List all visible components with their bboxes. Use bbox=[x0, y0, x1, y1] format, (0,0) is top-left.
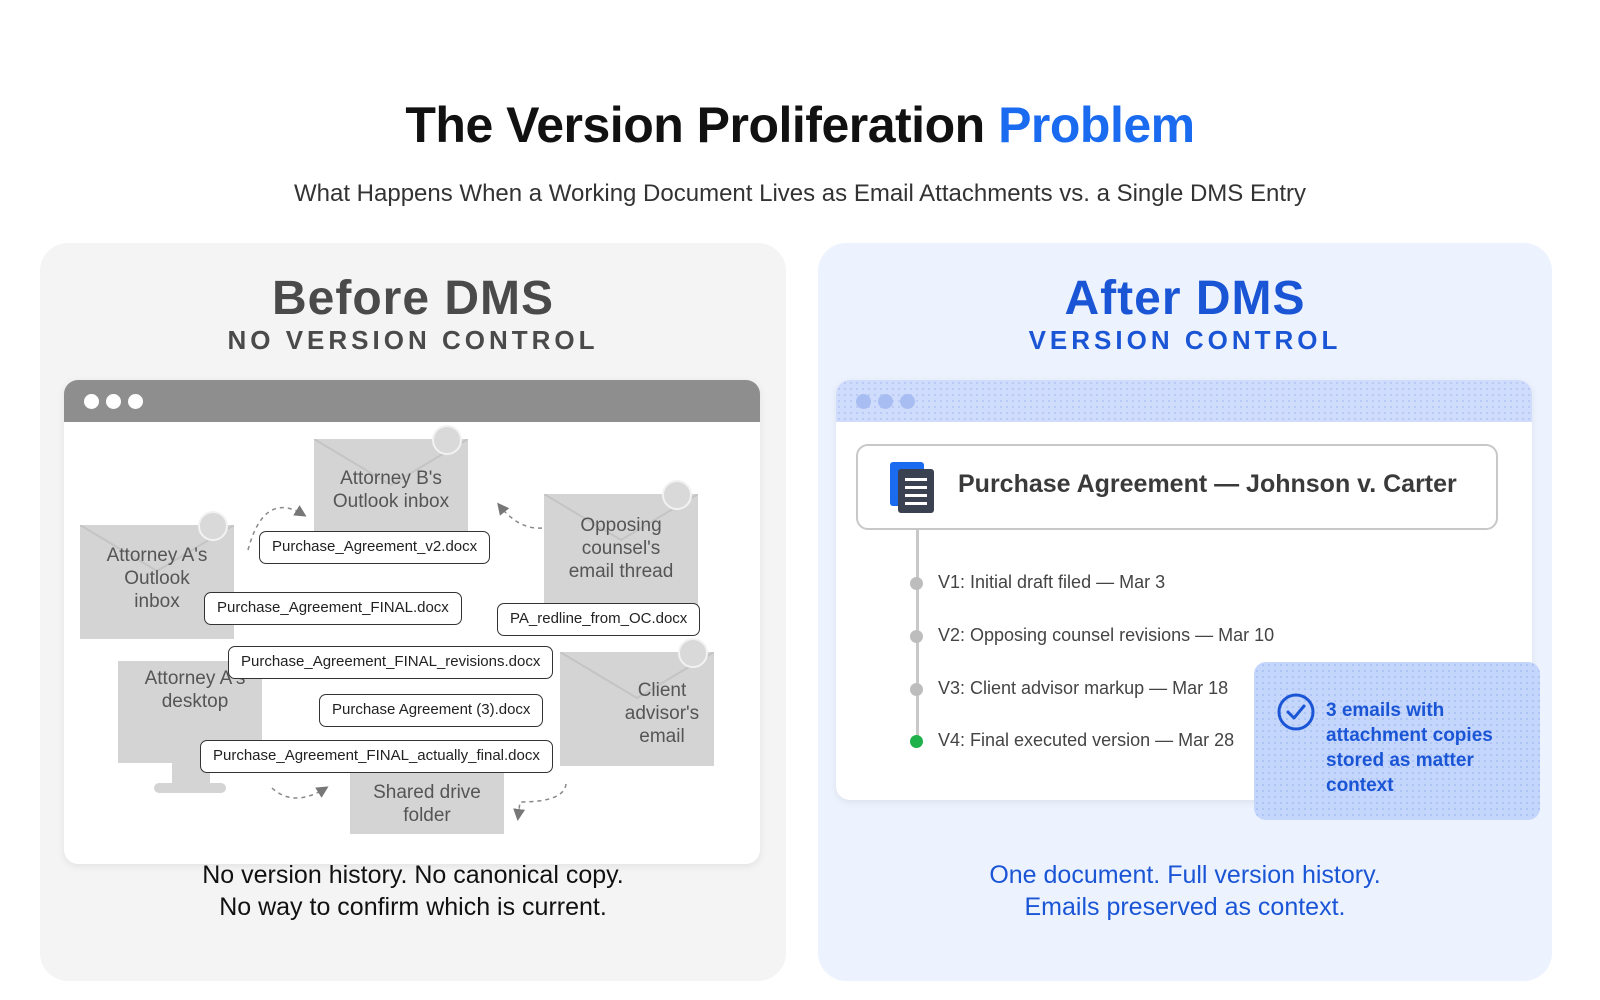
page-title: The Version Proliferation Problem bbox=[0, 96, 1600, 154]
page-title-accent: Problem bbox=[998, 97, 1195, 153]
document-icon bbox=[890, 462, 934, 513]
source-label: Shared drive folder bbox=[373, 782, 481, 826]
source-label: Client advisor's email bbox=[624, 679, 700, 747]
client-advisor-envelope: Client advisor's email bbox=[560, 638, 714, 766]
email-context-callout: 3 emails with attachment copies stored a… bbox=[1254, 662, 1540, 820]
version-label: V2: Opposing counsel revisions — Mar 10 bbox=[938, 625, 1275, 645]
after-caption: One document. Full version history. Emai… bbox=[818, 859, 1552, 923]
version-label: V4: Final executed version — Mar 28 bbox=[938, 730, 1235, 750]
notification-badge-icon bbox=[662, 480, 692, 510]
dashed-arrow bbox=[497, 502, 543, 529]
version-label: V3: Client advisor markup — Mar 18 bbox=[938, 678, 1229, 698]
document-title: Purchase Agreement — Johnson v. Carter bbox=[958, 470, 1457, 498]
file-chip[interactable]: Purchase_Agreement_FINAL_revisions.docx bbox=[228, 646, 554, 679]
document-header[interactable]: Purchase Agreement — Johnson v. Carter bbox=[856, 444, 1498, 530]
after-dms-panel: After DMS VERSION CONTROL Purchase Agree… bbox=[818, 243, 1552, 981]
before-title: Before DMS bbox=[271, 272, 555, 325]
after-subtitle: VERSION CONTROL bbox=[1028, 325, 1342, 355]
notification-badge-icon bbox=[678, 638, 708, 668]
callout-text: 3 emails with attachment copies stored a… bbox=[1326, 700, 1493, 796]
window-dot-icon bbox=[106, 394, 121, 409]
file-chip[interactable]: Purchase_Agreement_FINAL.docx bbox=[204, 592, 462, 625]
before-dms-panel: Before DMS NO VERSION CONTROL Attorney B… bbox=[40, 243, 786, 981]
dashed-arrow bbox=[513, 783, 567, 821]
before-subtitle: NO VERSION CONTROL bbox=[227, 325, 599, 355]
caption-line: No version history. No canonical copy. bbox=[202, 861, 624, 889]
window-dot-icon bbox=[84, 394, 99, 409]
version-label: V1: Initial draft filed — Mar 3 bbox=[938, 572, 1166, 592]
shared-drive-folder: Shared drive folder bbox=[350, 772, 504, 834]
dashed-arrow bbox=[271, 786, 329, 799]
check-circle-icon bbox=[1277, 693, 1315, 731]
flow-arrows bbox=[247, 502, 567, 821]
version-dot-icon bbox=[910, 577, 923, 590]
notification-badge-icon bbox=[198, 511, 228, 541]
before-caption: No version history. No canonical copy. N… bbox=[40, 859, 786, 923]
monitor-base-icon bbox=[154, 783, 226, 793]
notification-badge-icon bbox=[432, 425, 462, 455]
window-dot-icon bbox=[878, 394, 893, 409]
window-titlebar bbox=[836, 380, 1532, 422]
page-title-main: The Version Proliferation bbox=[405, 97, 985, 153]
after-title: After DMS bbox=[1064, 272, 1306, 325]
window-dot-icon bbox=[128, 394, 143, 409]
file-chip[interactable]: Purchase_Agreement_v2.docx bbox=[259, 531, 491, 564]
file-chip[interactable]: Purchase_Agreement_FINAL_actually_final.… bbox=[200, 740, 553, 773]
file-chip[interactable]: Purchase Agreement (3).docx bbox=[319, 694, 544, 727]
opposing-counsel-envelope: Opposing counsel's email thread bbox=[544, 480, 698, 606]
page-subtitle: What Happens When a Working Document Liv… bbox=[294, 180, 1306, 207]
before-window: Attorney B's Outlook inbox Attorney A's … bbox=[64, 380, 760, 864]
version-dot-icon bbox=[910, 683, 923, 696]
caption-line: No way to confirm which is current. bbox=[219, 893, 607, 921]
caption-line: One document. Full version history. bbox=[989, 861, 1381, 889]
source-label: Attorney B's Outlook inbox bbox=[332, 468, 450, 512]
final-version-dot-icon bbox=[910, 735, 923, 748]
caption-line: Emails preserved as context. bbox=[1024, 893, 1346, 921]
window-dot-icon bbox=[856, 394, 871, 409]
file-chip[interactable]: PA_redline_from_OC.docx bbox=[497, 603, 701, 636]
source-label: Attorney A's Outlook inbox bbox=[106, 544, 208, 612]
window-dot-icon bbox=[900, 394, 915, 409]
version-dot-icon bbox=[910, 630, 923, 643]
dashed-arrow bbox=[247, 505, 307, 551]
window-titlebar bbox=[64, 380, 760, 422]
source-label: Opposing counsel's email thread bbox=[568, 514, 674, 582]
